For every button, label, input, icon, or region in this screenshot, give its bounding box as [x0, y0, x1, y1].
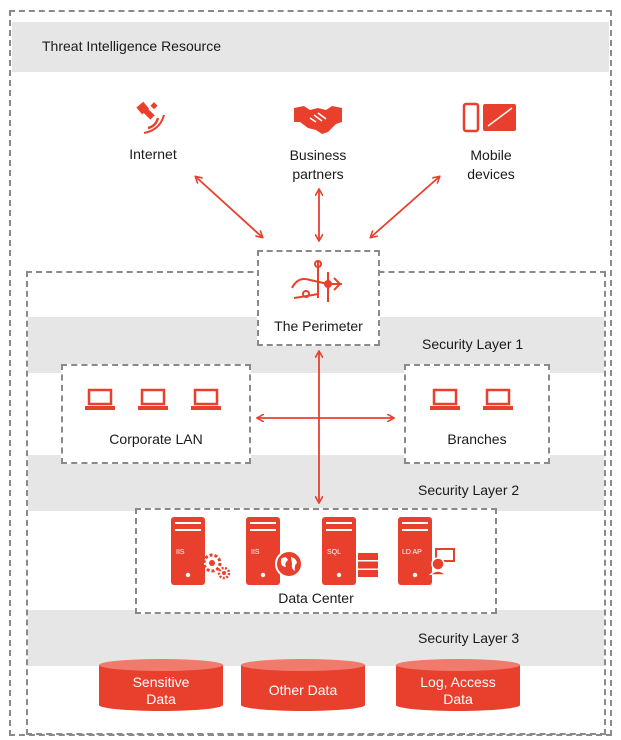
laptop-icon: [191, 388, 221, 410]
server-label: IIS: [251, 549, 260, 556]
mobile-devices-label: Mobile devices: [467, 147, 515, 182]
internet-label: Internet: [129, 146, 177, 162]
gears-icon: [202, 553, 231, 580]
server-label: LD AP: [402, 549, 422, 556]
server-ldap: LD AP: [398, 517, 462, 585]
corporate-lan-label: Corporate LAN: [109, 431, 203, 447]
server-iis-globe: IIS: [246, 517, 310, 585]
security-layer-3-label: Security Layer 3: [418, 630, 520, 646]
log-access-data-cylinder: [396, 659, 520, 711]
laptop-icon: [85, 388, 115, 410]
handshake-icon: [294, 106, 342, 134]
perimeter-label: The Perimeter: [274, 318, 363, 334]
satellite-icon: [136, 101, 165, 134]
branches-label: Branches: [447, 431, 507, 447]
arrow-mobile-perimeter: [371, 177, 439, 237]
laptop-icon: [430, 388, 460, 410]
server-sql: SQL: [322, 517, 386, 585]
database-icon: [358, 553, 378, 577]
other-data-cylinder: [241, 659, 365, 711]
laptop-icon: [483, 388, 513, 410]
other-data-label: Other Data: [268, 682, 338, 698]
server-iis-gears: IIS: [171, 517, 235, 585]
globe-icon: [275, 550, 303, 578]
network-path-icon: [291, 260, 342, 302]
sensitive-data-label: Sensitive Data: [132, 674, 190, 707]
arrow-internet-perimeter: [196, 177, 262, 237]
diagram-title: Threat Intelligence Resource: [42, 38, 221, 54]
server-label: SQL: [327, 549, 342, 556]
branches-box: [404, 364, 550, 464]
security-layer-2-label: Security Layer 2: [418, 482, 520, 498]
log-access-data-label: Log, Access Data: [420, 674, 496, 707]
outer-frame: [9, 10, 612, 736]
security-layer-1-label: Security Layer 1: [422, 336, 524, 352]
security-band-3: [28, 610, 604, 666]
data-center-label: Data Center: [278, 590, 354, 606]
sensitive-data-cylinder: [99, 659, 223, 711]
laptop-icon: [138, 388, 168, 410]
server-label: IIS: [176, 549, 185, 556]
mobile-devices-icon: [462, 102, 516, 133]
corporate-lan-box: [61, 364, 251, 464]
business-partners-label: Business partners: [289, 147, 347, 182]
title-band: [12, 22, 609, 72]
user-screen-icon: [428, 548, 455, 575]
